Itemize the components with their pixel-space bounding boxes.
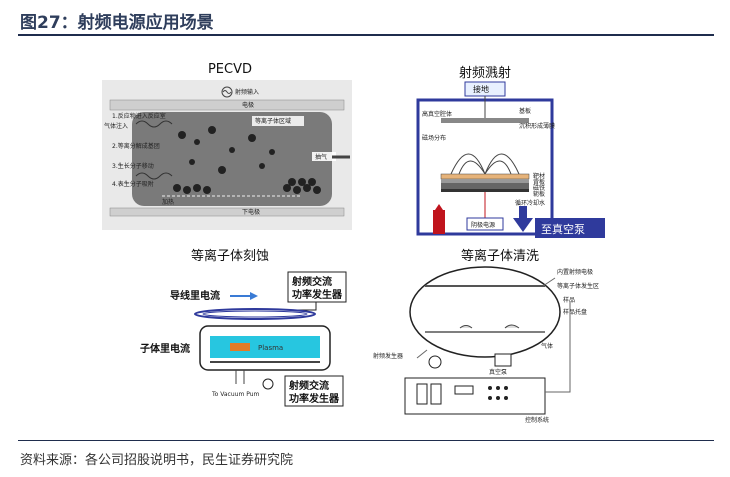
sputter-magnet-dist: 磁场分布 [422,134,446,142]
clean-diagram: 内置射频电极 等离子体发生区 样品 样品托盘 气体 射频发生器 真空泵 控制系统 [365,262,615,427]
etch-rf-top-2: 功率发生器 [292,288,343,301]
pecvd-exhaust: 抽气 [315,153,327,161]
clean-sample: 样品 [563,296,575,304]
clean-vacuum: 真空泵 [489,368,507,376]
etch-rf-bottom-1: 射频交流 [288,379,329,392]
source-note: 资料来源：各公司招股说明书，民生证券研究院 [20,453,294,468]
clean-control: 控制系统 [525,416,549,424]
clean-tray: 样品托盘 [563,308,587,316]
etch-label: 等离子体刻蚀 [190,249,269,264]
etch-vacuum: To Vacuum Pum [211,391,260,398]
etch-coil-current: 导线里电流 [170,289,220,302]
clean-electrode: 内置射频电极 [557,268,593,276]
sputter-substrate: 基板 [519,107,531,115]
pecvd-diagram: 射频输入 电极 下电极 等离子体区域 1.反应物进入反应室 气体注入 2.等离分… [102,80,352,230]
pecvd-label: PECVD [207,62,253,77]
sputter-vacuum-tag: 至真空泵 [535,218,605,238]
sputter-ground: 接地 [473,84,489,94]
pecvd-plasma-label: 等离子体区域 [255,117,291,125]
sputter-label: 射频溅射 [458,66,511,81]
pecvd-electrode-top: 电极 [242,101,254,109]
etch-rf-bottom-2: 功率发生器 [289,392,340,405]
footer-rule [18,440,714,441]
etch-plasma-current: 等离子体里电流 [140,342,190,355]
sputter-backplate: 背板 [533,178,545,186]
sputter-film: 沉积形成薄膜 [519,122,555,130]
pecvd-step2: 2.等离分解成基团 [112,142,160,150]
clean-gas: 气体 [541,342,553,350]
pecvd-step4: 4.表生分子吸附 [112,180,154,188]
figure-title: 图27：射频电源应用场景 [20,13,214,33]
sputter-magnet: 磁铁 [533,184,545,192]
pecvd-rf-in: 射频输入 [235,88,259,96]
sputter-yoke: 轭板 [533,190,545,198]
pecvd-heater: 加热 [162,198,174,206]
sputter-target: 靶材 [533,172,545,180]
sputter-cooling: 循环冷却水 [515,199,545,207]
clean-rf-gen: 射频发生器 [373,352,403,360]
clean-label: 等离子体清洗 [460,249,539,264]
etch-diagram: 导线里电流 射频交流 功率发生器 等离子体里电流 Plasma To Vacuu… [140,266,370,426]
sputter-shield: 高真空腔体 [422,110,452,118]
pecvd-electrode-bottom: 下电极 [242,208,260,216]
sputter-vacuum-pump: 至真空泵 [541,222,585,236]
sputter-rf-source: 阴极电源 [471,221,495,229]
pecvd-step3: 3.生长分子移动 [112,162,154,170]
pecvd-step1: 1.反应物进入反应室 [112,112,166,120]
etch-plasma: Plasma [258,344,283,352]
clean-plasma-zone: 等离子体发生区 [557,282,599,290]
pecvd-gas-in: 气体注入 [104,122,128,130]
title-rule [18,34,714,36]
sputter-diagram: 接地 高真空腔体 基板 沉积形成薄膜 磁场分布 靶材 背板 磁铁 轭板 循环冷却… [415,78,555,238]
etch-rf-top-1: 射频交流 [291,275,332,288]
